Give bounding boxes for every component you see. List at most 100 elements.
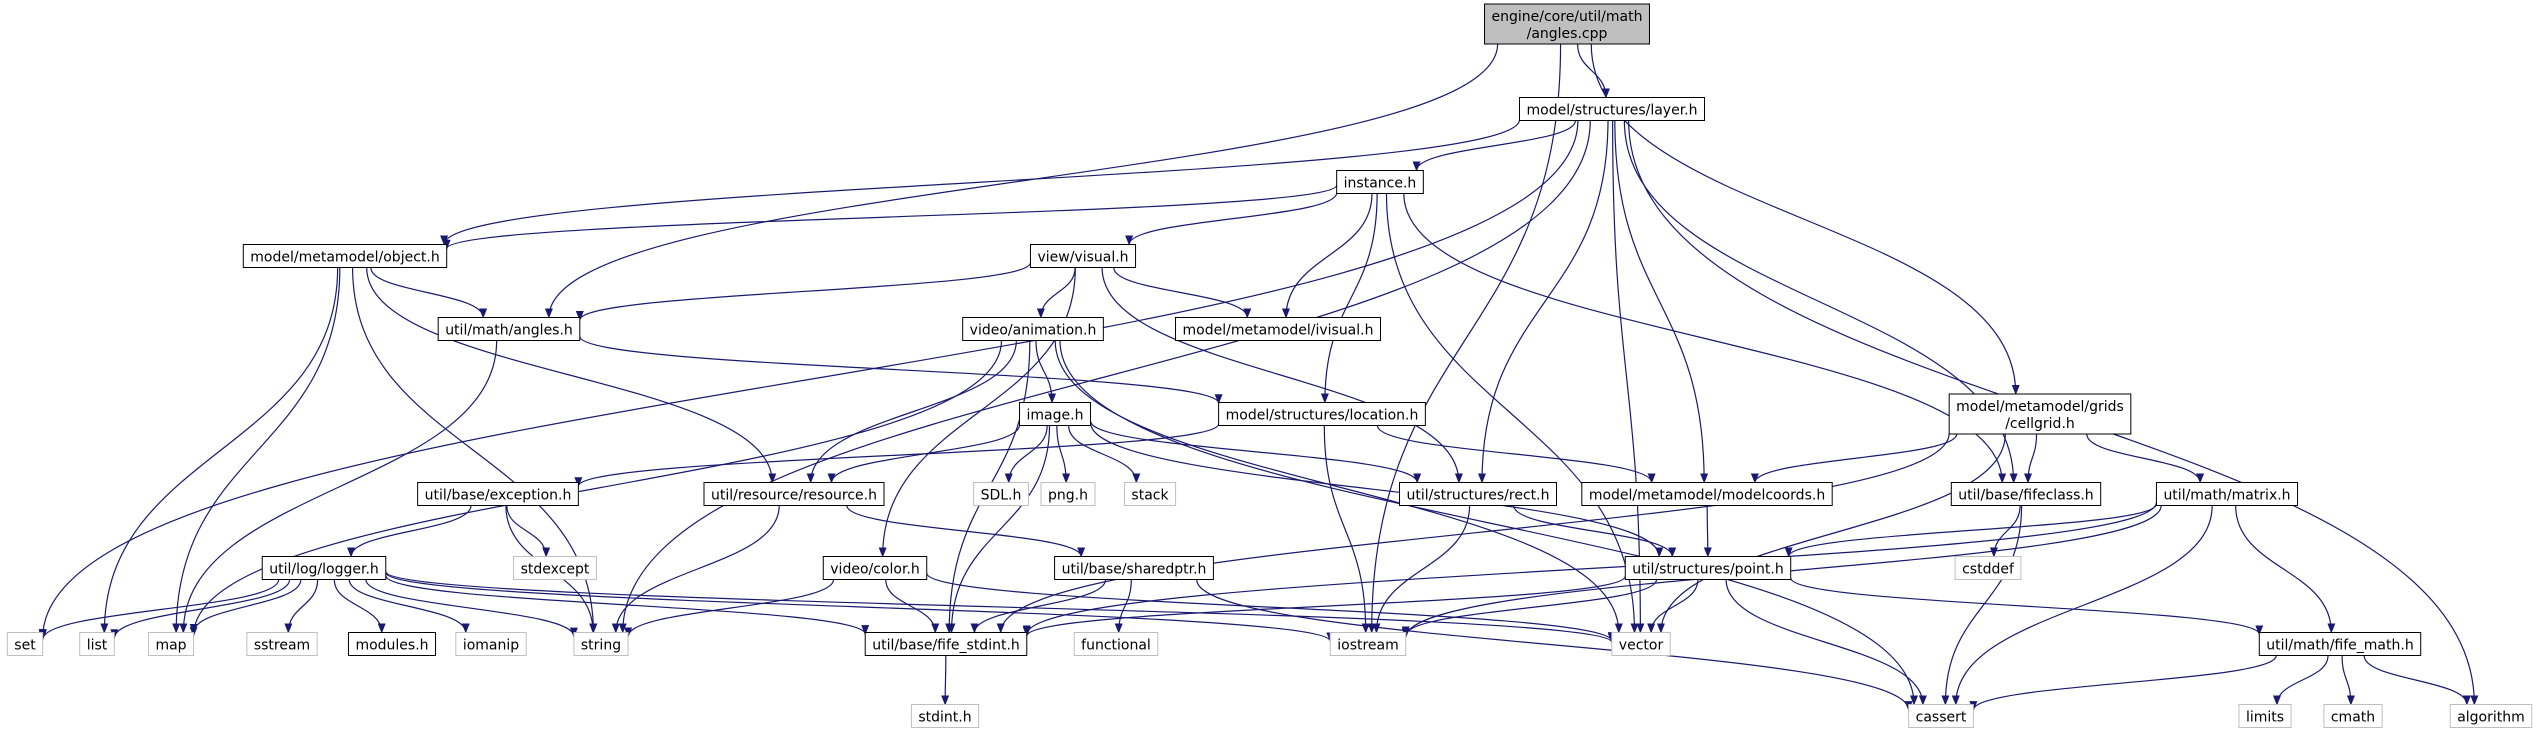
edge-object_h-to-resource_h bbox=[366, 267, 777, 484]
node-logger_h[interactable]: util/log/logger.h bbox=[261, 556, 387, 580]
edge-color_h-to-fife_stdint_h bbox=[885, 579, 940, 634]
node-box bbox=[1040, 482, 1096, 506]
edge-fifeclass_h-to-cassert bbox=[1941, 505, 2023, 706]
node-box bbox=[455, 632, 527, 656]
node-box bbox=[1336, 170, 1424, 194]
node-label: util/base/fife_stdint.h bbox=[872, 638, 1020, 654]
edge-layer_h-to-set bbox=[38, 120, 1579, 640]
node-box bbox=[242, 244, 448, 268]
node-fifeclass_h[interactable]: util/base/fifeclass.h bbox=[1950, 482, 2102, 506]
node-sharedptr_h[interactable]: util/base/sharedptr.h bbox=[1054, 556, 1214, 580]
edge-logger_h-to-string bbox=[365, 579, 578, 638]
edge-fife_math_h-to-algorithm bbox=[2363, 655, 2471, 706]
node-label: /cellgrid.h bbox=[2005, 416, 2075, 432]
edge-angles_cpp-to-iostream bbox=[1367, 43, 1562, 634]
node-color_h[interactable]: video/color.h bbox=[822, 556, 928, 580]
node-exception_h[interactable]: util/base/exception.h bbox=[417, 482, 579, 506]
node-label: cstddef bbox=[1962, 562, 2015, 578]
node-stdexcept: stdexcept bbox=[513, 556, 597, 580]
edge-layer_h-to-modelcoords_h bbox=[1614, 120, 1709, 484]
node-label: functional bbox=[1081, 638, 1151, 654]
node-functional: functional bbox=[1073, 632, 1159, 656]
edge-location_h-to-iostream bbox=[1323, 425, 1370, 634]
node-animation_h[interactable]: video/animation.h bbox=[962, 317, 1104, 341]
edge-image_h-to-point_h bbox=[1089, 422, 1664, 558]
node-box bbox=[1581, 482, 1833, 506]
node-box bbox=[79, 632, 115, 656]
edge-point_h-to-vector bbox=[1647, 579, 1699, 634]
edge-point_h-to-fife_stdint_h bbox=[1022, 575, 1626, 637]
node-object_h[interactable]: model/metamodel/object.h bbox=[242, 244, 448, 268]
node-box bbox=[261, 556, 387, 580]
node-visual_h[interactable]: view/visual.h bbox=[1029, 244, 1137, 268]
edge-resource_h-to-sharedptr_h bbox=[846, 505, 1086, 558]
edge-matrix_h-to-cassert bbox=[1951, 505, 2213, 706]
node-box bbox=[1518, 97, 1706, 121]
edge-cellgrid_h-to-fife_stdint_h bbox=[996, 433, 1950, 634]
edge-logger_h-to-list bbox=[110, 579, 291, 640]
edge-image_h-to-sdl_h bbox=[1004, 425, 1048, 484]
edge-exception_h-to-stdexcept bbox=[506, 505, 551, 558]
node-box bbox=[1218, 402, 1426, 426]
node-label: model/metamodel/modelcoords.h bbox=[1589, 488, 1825, 504]
edge-visual_h-to-ivisual_h bbox=[1113, 267, 1252, 319]
node-label: util/structures/point.h bbox=[1632, 562, 1783, 578]
node-box bbox=[573, 632, 629, 656]
node-label: util/base/exception.h bbox=[425, 488, 572, 504]
edge-angles_cpp-to-cellgrid_h bbox=[1590, 43, 2020, 395]
node-rect_h[interactable]: util/structures/rect.h bbox=[1399, 482, 1557, 506]
edge-logger_h-to-sstream bbox=[284, 579, 319, 634]
node-box bbox=[147, 632, 195, 656]
edge-point_h-to-fife_math_h bbox=[1790, 577, 2264, 636]
node-resource_h[interactable]: util/resource/resource.h bbox=[703, 482, 885, 506]
node-label: model/metamodel/object.h bbox=[250, 250, 439, 266]
edge-rect_h-to-iostream bbox=[1372, 505, 1471, 634]
node-box bbox=[1175, 317, 1381, 341]
node-instance_h[interactable]: instance.h bbox=[1336, 170, 1424, 194]
node-label: image.h bbox=[1027, 408, 1084, 424]
edge-logger_h-to-vector bbox=[385, 571, 1616, 644]
node-box bbox=[2449, 704, 2533, 728]
edge-animation_h-to-image_h bbox=[1035, 340, 1057, 404]
edge-animation_h-to-cassert bbox=[1059, 340, 1918, 706]
node-modules_h[interactable]: modules.h bbox=[347, 632, 437, 656]
node-cellgrid_h[interactable]: model/metamodel/grids/cellgrid.h bbox=[1948, 393, 2132, 435]
node-vector: vector bbox=[1611, 632, 1671, 656]
edge-exception_h-to-logger_h bbox=[347, 505, 472, 558]
node-label: model/structures/location.h bbox=[1226, 408, 1419, 424]
node-ivisual_h[interactable]: model/metamodel/ivisual.h bbox=[1175, 317, 1381, 341]
edge-sharedptr_h-to-functional bbox=[1114, 579, 1132, 634]
node-label: util/math/angles.h bbox=[445, 323, 573, 339]
node-box bbox=[703, 482, 885, 506]
edge-instance_h-to-ivisual_h bbox=[1281, 193, 1373, 319]
node-point_h[interactable]: util/structures/point.h bbox=[1624, 556, 1792, 580]
node-box bbox=[347, 632, 437, 656]
node-fife_math_h[interactable]: util/math/fife_math.h bbox=[2258, 632, 2422, 656]
edge-sharedptr_h-to-fife_stdint_h bbox=[970, 579, 1107, 634]
node-fife_stdint_h[interactable]: util/base/fife_stdint.h bbox=[864, 632, 1028, 656]
node-box bbox=[6, 632, 44, 656]
edge-animation_h-to-resource_h bbox=[806, 340, 1017, 484]
edge-logger_h-to-modules_h bbox=[333, 579, 386, 634]
edge-angles_h-to-location_h bbox=[579, 336, 1223, 405]
node-label: video/color.h bbox=[830, 562, 919, 578]
node-layer_h[interactable]: model/structures/layer.h bbox=[1518, 97, 1706, 121]
edge-matrix_h-to-fife_stdint_h bbox=[1022, 502, 2158, 636]
edge-logger_h-to-iomanip bbox=[348, 579, 470, 634]
edge-logger_h-to-fife_stdint_h bbox=[385, 575, 870, 636]
node-angles_cpp[interactable]: engine/core/util/math/angles.cpp bbox=[1484, 3, 1650, 45]
edge-layer bbox=[38, 43, 2479, 712]
edge-matrix_h-to-point_h bbox=[1784, 503, 2158, 558]
node-box bbox=[1123, 482, 1177, 506]
node-location_h[interactable]: model/structures/location.h bbox=[1218, 402, 1426, 426]
node-matrix_h[interactable]: util/math/matrix.h bbox=[2155, 482, 2299, 506]
node-modelcoords_h[interactable]: model/metamodel/modelcoords.h bbox=[1581, 482, 1833, 506]
node-image_h[interactable]: image.h bbox=[1019, 402, 1091, 426]
edge-instance_h-to-object_h bbox=[442, 184, 1338, 250]
edge-sharedptr_h-to-cassert bbox=[1196, 579, 1913, 712]
node-box bbox=[2238, 704, 2292, 728]
node-angles_h[interactable]: util/math/angles.h bbox=[437, 317, 581, 341]
node-string: string bbox=[573, 632, 629, 656]
node-label: limits bbox=[2246, 710, 2284, 726]
edge-animation_h-to-vector bbox=[1054, 340, 1623, 634]
